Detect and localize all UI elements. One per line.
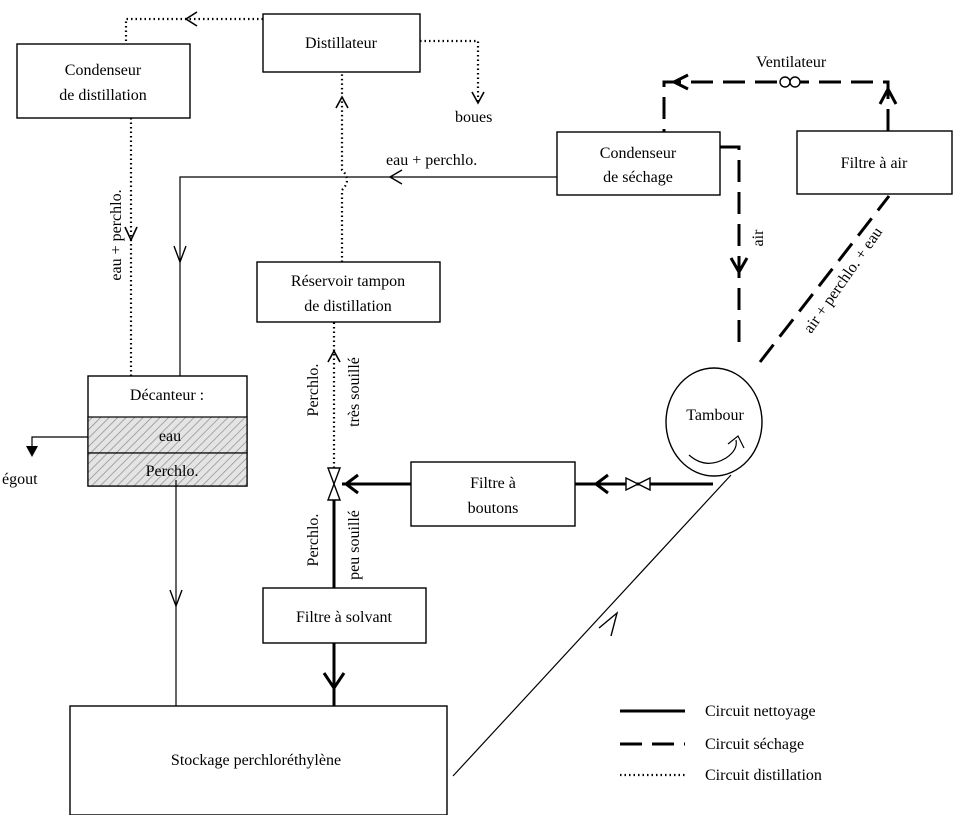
svg-text:de distillation: de distillation bbox=[304, 298, 392, 315]
filtre-air-box: Filtre à air bbox=[796, 130, 953, 195]
tres-souille-label: très souillé bbox=[346, 357, 363, 427]
svg-text:Filtre à: Filtre à bbox=[470, 475, 516, 492]
svg-text:Condenseur: Condenseur bbox=[65, 62, 142, 79]
decanteur-eau-layer bbox=[87, 416, 248, 454]
condenseur-sechage-box: Condenseur de séchage bbox=[556, 131, 721, 196]
legend-item-sechage: Circuit séchage bbox=[705, 736, 804, 753]
reservoir-tampon-box: Réservoir tampon de distillation bbox=[256, 261, 441, 323]
svg-text:Perchlo.: Perchlo. bbox=[146, 463, 199, 480]
three-way-valve bbox=[326, 467, 342, 501]
svg-text:de distillation: de distillation bbox=[59, 87, 147, 104]
valve-icon bbox=[326, 467, 342, 501]
sechage-circuit bbox=[662, 73, 898, 363]
svg-text:Décanteur :: Décanteur : bbox=[130, 387, 204, 404]
svg-text:eau: eau bbox=[159, 428, 181, 445]
decanteur-perchlo-layer bbox=[87, 452, 248, 487]
peu-souille-label: peu souillé bbox=[346, 510, 363, 580]
filtre-boutons-box: Filtre à boutons bbox=[410, 461, 576, 527]
fan-icon bbox=[779, 76, 801, 88]
svg-text:Réservoir tampon: Réservoir tampon bbox=[291, 273, 405, 290]
distillation-circuit bbox=[124, 11, 485, 468]
egout-label: égout bbox=[2, 471, 38, 488]
svg-text:de séchage: de séchage bbox=[603, 169, 673, 186]
distillateur-box: Distillateur bbox=[262, 13, 421, 73]
eau-perchlo-label: eau + perchlo. bbox=[386, 152, 477, 169]
svg-text:Filtre à air: Filtre à air bbox=[841, 155, 908, 172]
valve-icon bbox=[625, 476, 651, 492]
svg-text:Tambour: Tambour bbox=[686, 407, 744, 424]
svg-text:Filtre à solvant: Filtre à solvant bbox=[296, 609, 393, 626]
tambour-drum: Tambour bbox=[665, 367, 763, 477]
condenseur-distillation-box: Condenseur de distillation bbox=[16, 43, 191, 119]
legend-item-distillation: Circuit distillation bbox=[705, 767, 822, 784]
stockage-box: Stockage perchloréthylène bbox=[69, 705, 448, 815]
svg-text:boutons: boutons bbox=[468, 500, 519, 517]
ventilateur-label: Ventilateur bbox=[756, 54, 827, 71]
eau-perchlo-vertical-label: eau + perchlo. bbox=[108, 189, 125, 280]
rotation-icon bbox=[688, 435, 745, 464]
svg-text:Distillateur: Distillateur bbox=[305, 35, 378, 52]
perchlo-label-1: Perchlo. bbox=[305, 364, 322, 417]
stockage-to-tambour-line bbox=[452, 474, 732, 777]
air-perchlo-eau-label: air + perchlo. + eau bbox=[800, 224, 886, 336]
decanteur-to-stockage-line bbox=[169, 480, 183, 706]
egout-line bbox=[26, 436, 88, 457]
legend-item-nettoyage: Circuit nettoyage bbox=[705, 703, 816, 720]
eau-perchlo-return-line bbox=[173, 169, 557, 376]
perchlo-label-2: Perchlo. bbox=[305, 514, 322, 567]
tambour-to-filtre-boutons-line bbox=[575, 473, 713, 495]
svg-text:Stockage perchloréthylène: Stockage perchloréthylène bbox=[171, 752, 341, 769]
filtre-solvant-to-stockage-line bbox=[322, 643, 346, 706]
svg-text:Condenseur: Condenseur bbox=[600, 145, 677, 162]
filtre-solvant-box: Filtre à solvant bbox=[262, 587, 427, 644]
boues-label: boues bbox=[455, 109, 492, 126]
air-label: air bbox=[750, 229, 767, 247]
decanteur-box: Décanteur : eau Perchlo. bbox=[87, 375, 248, 487]
filtre-boutons-to-valve-line bbox=[342, 473, 411, 495]
legend: Circuit nettoyage Circuit séchage Circui… bbox=[620, 703, 822, 784]
